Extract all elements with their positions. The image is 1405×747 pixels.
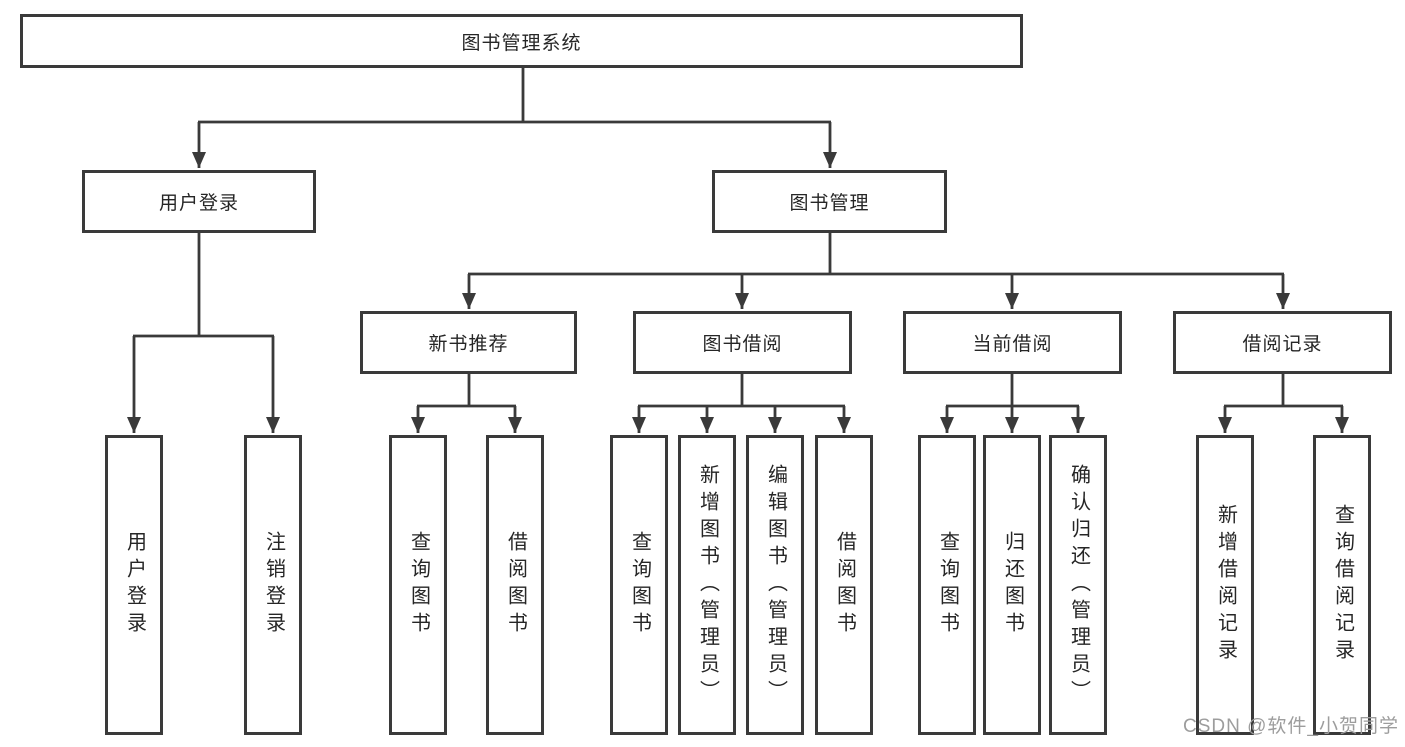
node-borrow-records-label: 借阅记录 [1242,334,1323,355]
leaf-add-book-admin-label: 新增图书（管理员） [696,463,719,707]
node-book-borrowing-label: 图书借阅 [702,334,783,355]
node-new-book-recommend-label: 新书推荐 [428,334,509,355]
node-book-management-label: 图书管理 [789,193,870,214]
leaf-edit-book-admin-label: 编辑图书（管理员） [764,463,787,707]
leaf-query-borrow-record-label: 查询借阅记录 [1331,504,1354,666]
node-book-borrowing: 图书借阅 [633,311,852,374]
leaf-return-book: 归还图书 [983,435,1041,735]
leaf-user-login-label: 用户登录 [123,531,146,639]
node-library-management-system: 图书管理系统 [20,14,1023,68]
leaf-confirm-return-admin: 确认归还（管理员） [1049,435,1107,735]
leaf-add-book-admin: 新增图书（管理员） [678,435,736,735]
leaf-query-books-recommend: 查询图书 [389,435,447,735]
leaf-borrow-books-recommend-label: 借阅图书 [504,531,527,639]
leaf-borrow-books-label: 借阅图书 [833,531,856,639]
leaf-edit-book-admin: 编辑图书（管理员） [746,435,804,735]
leaf-query-books-recommend-label: 查询图书 [407,531,430,639]
leaf-query-books-current-label: 查询图书 [936,531,959,639]
leaf-query-borrow-record: 查询借阅记录 [1313,435,1371,735]
node-current-borrowing-label: 当前借阅 [972,334,1053,355]
node-library-management-system-label: 图书管理系统 [461,32,582,54]
leaf-add-borrow-record: 新增借阅记录 [1196,435,1254,735]
leaf-return-book-label: 归还图书 [1001,531,1024,639]
node-user-login: 用户登录 [82,170,316,233]
node-current-borrowing: 当前借阅 [903,311,1122,374]
leaf-confirm-return-admin-label: 确认归还（管理员） [1067,463,1090,707]
node-new-book-recommend: 新书推荐 [360,311,577,374]
leaf-add-borrow-record-label: 新增借阅记录 [1214,504,1237,666]
leaf-query-books-borrowing: 查询图书 [610,435,668,735]
leaf-logout-label: 注销登录 [262,531,285,639]
leaf-query-books-current: 查询图书 [918,435,976,735]
leaf-query-books-borrowing-label: 查询图书 [628,531,651,639]
leaf-borrow-books-recommend: 借阅图书 [486,435,544,735]
node-book-management: 图书管理 [712,170,947,233]
node-borrow-records: 借阅记录 [1173,311,1392,374]
leaf-logout: 注销登录 [244,435,302,735]
leaf-borrow-books: 借阅图书 [815,435,873,735]
leaf-user-login: 用户登录 [105,435,163,735]
node-user-login-label: 用户登录 [158,193,239,214]
csdn-watermark: CSDN @软件_小贺同学 [1183,716,1399,737]
